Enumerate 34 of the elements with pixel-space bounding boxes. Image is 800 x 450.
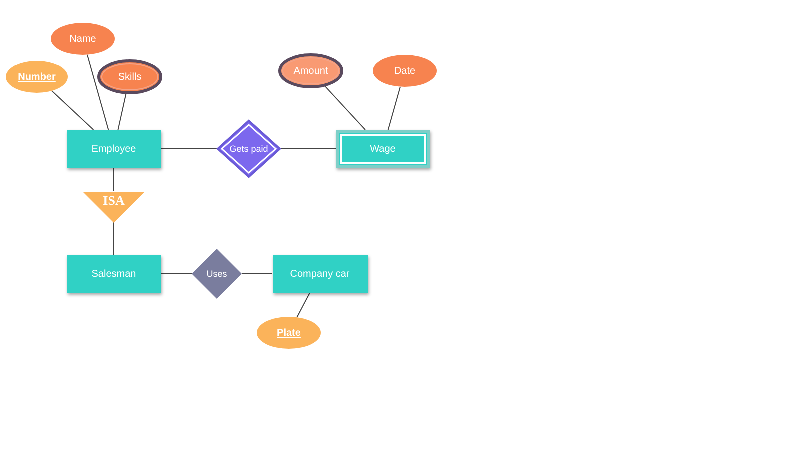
attribute-ellipse [257, 317, 321, 349]
isa-triangle [83, 192, 145, 222]
attribute-ellipse [6, 61, 68, 93]
attribute-name: Date [394, 66, 416, 76]
connector-line [324, 84, 366, 130]
connector-line [118, 92, 127, 130]
entity-name: Wage [370, 144, 396, 154]
attribute-ellipse [373, 55, 437, 87]
entity-name: Salesman [92, 268, 136, 280]
attribute-ellipse [51, 23, 115, 55]
relationship-diamond [192, 249, 242, 299]
attribute-name: Amount [294, 66, 328, 76]
entity-name: Employee [92, 144, 136, 154]
entity-box [272, 255, 368, 293]
connector-line [280, 148, 336, 150]
connector-line [388, 86, 402, 130]
entity-box [67, 130, 161, 168]
attribute-name: Skills [118, 72, 142, 82]
attribute-name: Name [70, 34, 96, 44]
entity-box [67, 255, 161, 293]
attribute-name: Plate [277, 328, 301, 338]
attribute-name: Number [18, 72, 56, 82]
attribute-ellipse [280, 55, 342, 87]
isa-label: ISA [103, 193, 125, 209]
entity-box [336, 130, 430, 168]
relationship-name: Gets paid [230, 144, 268, 154]
relationship-diamond [218, 121, 280, 177]
relationship-name: Uses [206, 269, 228, 279]
attribute-ellipse [99, 61, 161, 93]
connector-line [86, 54, 110, 130]
entity-name: Company car [290, 268, 350, 280]
connector-line [160, 148, 218, 150]
connector-line [51, 90, 94, 130]
connector-line [296, 292, 311, 318]
